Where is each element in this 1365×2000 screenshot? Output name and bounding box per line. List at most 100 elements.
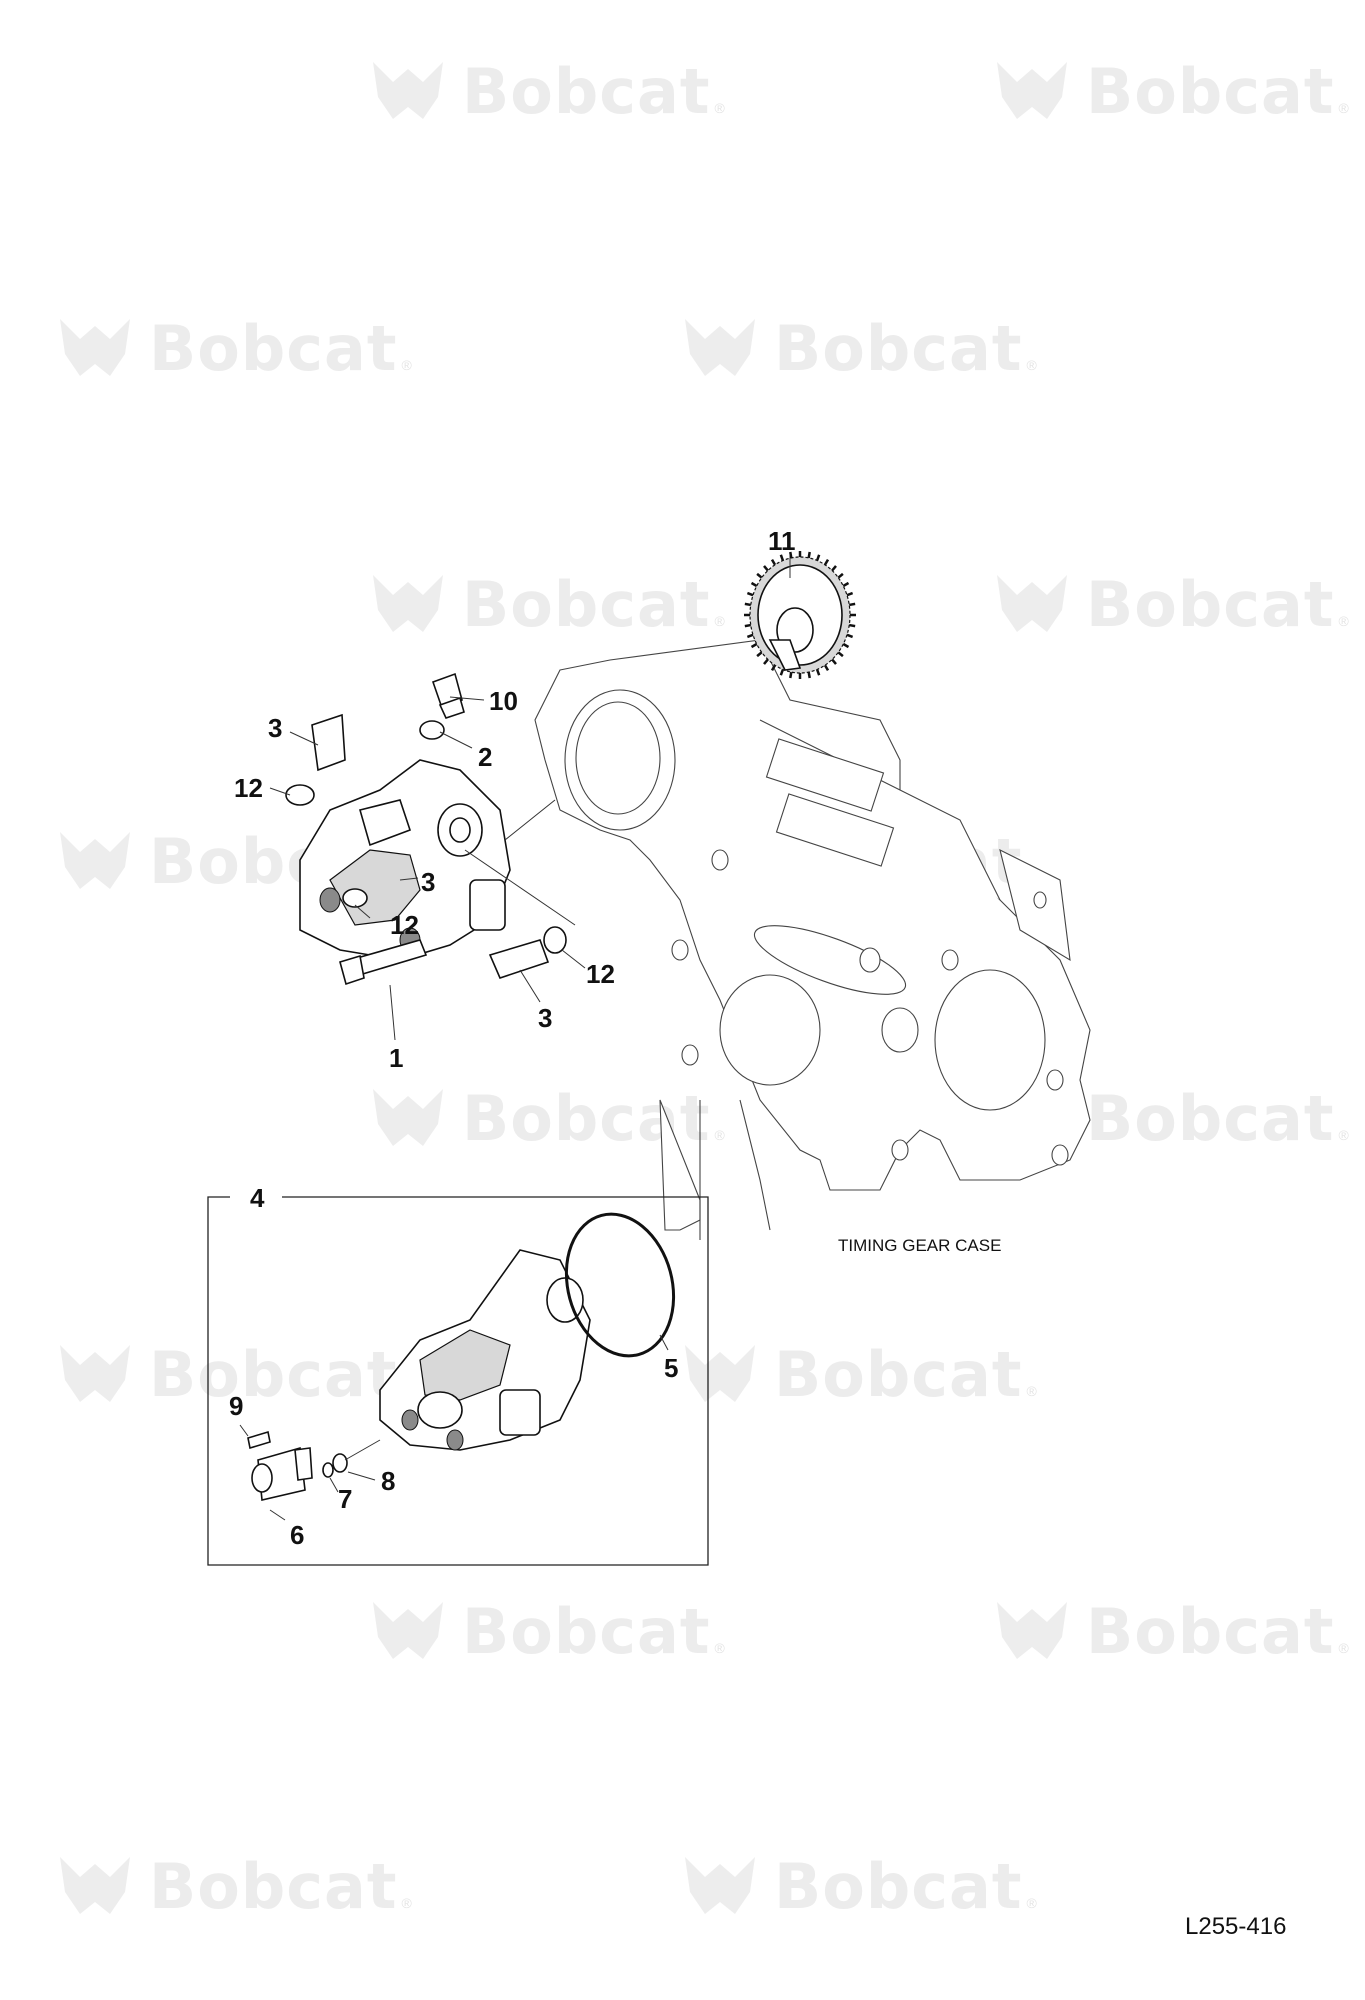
drive-gear (749, 556, 851, 674)
gear-tooth (837, 572, 844, 579)
gear-tooth (831, 658, 837, 665)
bobcat-logo-icon (685, 1344, 755, 1402)
gear-tooth (763, 565, 769, 572)
gear-tooth (846, 633, 854, 639)
watermark: Bobcat® (55, 312, 412, 385)
gear-tooth (779, 669, 785, 676)
gear-tooth (815, 554, 821, 561)
o-ring-5 (564, 1212, 676, 1358)
bobcat-logo-icon (997, 574, 1067, 632)
valve-alignment-line (344, 1439, 381, 1461)
fitting-3-upper (311, 713, 346, 772)
gear-tooth (789, 671, 793, 679)
gear-tooth (842, 581, 850, 588)
gear-teeth (744, 551, 856, 679)
callout-5: 5 (664, 1353, 679, 1383)
callout-3-mid: 3 (421, 867, 436, 897)
fitting-10 (431, 672, 465, 719)
leader-8 (347, 1471, 376, 1481)
watermark: Bobcat® (992, 1595, 1349, 1668)
callout-9: 9 (229, 1391, 244, 1421)
gear-tooth (789, 551, 793, 559)
watermark: Bobcat® (368, 1595, 725, 1668)
gear-tooth (744, 602, 751, 607)
watermark: Bobcat® (55, 1338, 412, 1411)
callout-1: 1 (389, 1043, 404, 1073)
watermark: Bobcat® (368, 568, 725, 641)
gear-tooth (750, 642, 758, 649)
gear-tooth (746, 633, 754, 639)
gear-tooth (756, 651, 763, 658)
bobcat-logo-icon (60, 1856, 130, 1914)
control-valve-6 (251, 1446, 313, 1501)
gear-tooth (815, 669, 821, 676)
callout-8: 8 (381, 1466, 396, 1496)
bolt-1 (339, 939, 428, 986)
washer-2 (419, 720, 445, 740)
gear-tooth (763, 658, 769, 665)
callout-10: 10 (489, 686, 518, 716)
leader-1 (389, 984, 396, 1041)
callout-2: 2 (478, 742, 493, 772)
callout-4: 4 (250, 1183, 265, 1213)
pump-assembly-box (207, 1196, 709, 1566)
pump-assembly (379, 1249, 591, 1451)
callout-12-right: 12 (586, 959, 615, 989)
leader-3-mid (399, 877, 419, 881)
callout-7: 7 (338, 1484, 353, 1514)
callout-11: 11 (768, 526, 796, 556)
callout-12-mid: 12 (390, 910, 419, 940)
gear-tooth (807, 551, 811, 559)
gear-tooth (779, 554, 785, 561)
o-ring-7 (322, 1462, 334, 1478)
bobcat-logo-icon (60, 1344, 130, 1402)
gear-tooth (837, 651, 844, 658)
gear-tooth (807, 671, 811, 679)
watermark: Bobcat® (992, 568, 1349, 641)
pump-to-case-line (504, 799, 556, 841)
bobcat-logo-icon (60, 318, 130, 376)
bobcat-logo-icon (685, 318, 755, 376)
gear-tooth (744, 623, 751, 628)
timing-gear-case (534, 639, 1091, 1240)
o-ring-8 (332, 1453, 348, 1473)
fitting-3-right (488, 939, 550, 979)
watermark: Bobcat® (680, 312, 1037, 385)
leader-12-upper (269, 787, 291, 796)
watermark: Bobcat® (992, 55, 1349, 128)
leader-9 (239, 1424, 249, 1437)
gear-tooth (823, 664, 830, 672)
gear-tooth (842, 642, 850, 649)
seal-12-upper (285, 784, 315, 806)
leader-12-right (561, 949, 586, 969)
leader-3-right (519, 969, 541, 1003)
gear-tooth (746, 591, 754, 597)
seal-alignment-line (464, 849, 576, 926)
bobcat-logo-icon (373, 1088, 443, 1146)
callout-12-upper: 12 (234, 773, 263, 803)
leader-2 (439, 731, 473, 749)
timing-gear-case-label: TIMING GEAR CASE (838, 1236, 1002, 1255)
leader-10 (449, 696, 485, 701)
callout-6: 6 (290, 1520, 305, 1550)
gear-tooth (823, 558, 830, 566)
bobcat-logo-icon (373, 61, 443, 119)
bobcat-logo-icon (373, 1601, 443, 1659)
leader-6 (269, 1509, 286, 1521)
bobcat-logo-icon (997, 61, 1067, 119)
bobcat-logo-icon (997, 1601, 1067, 1659)
gear-tooth (846, 591, 854, 597)
bobcat-logo-icon (685, 1856, 755, 1914)
callout-3-right: 3 (538, 1003, 553, 1033)
gear-tooth (849, 623, 856, 628)
screw-9 (247, 1430, 271, 1450)
bobcat-logo-icon (60, 831, 130, 889)
figure-id: L255-416 (1185, 1913, 1287, 1940)
seal-12-right (543, 926, 567, 954)
leader-12-mid (354, 904, 371, 919)
watermark: Bobcat® (368, 55, 725, 128)
gear-tooth (831, 565, 837, 572)
seal-12-mid (342, 888, 368, 908)
bobcat-logo-icon (373, 574, 443, 632)
